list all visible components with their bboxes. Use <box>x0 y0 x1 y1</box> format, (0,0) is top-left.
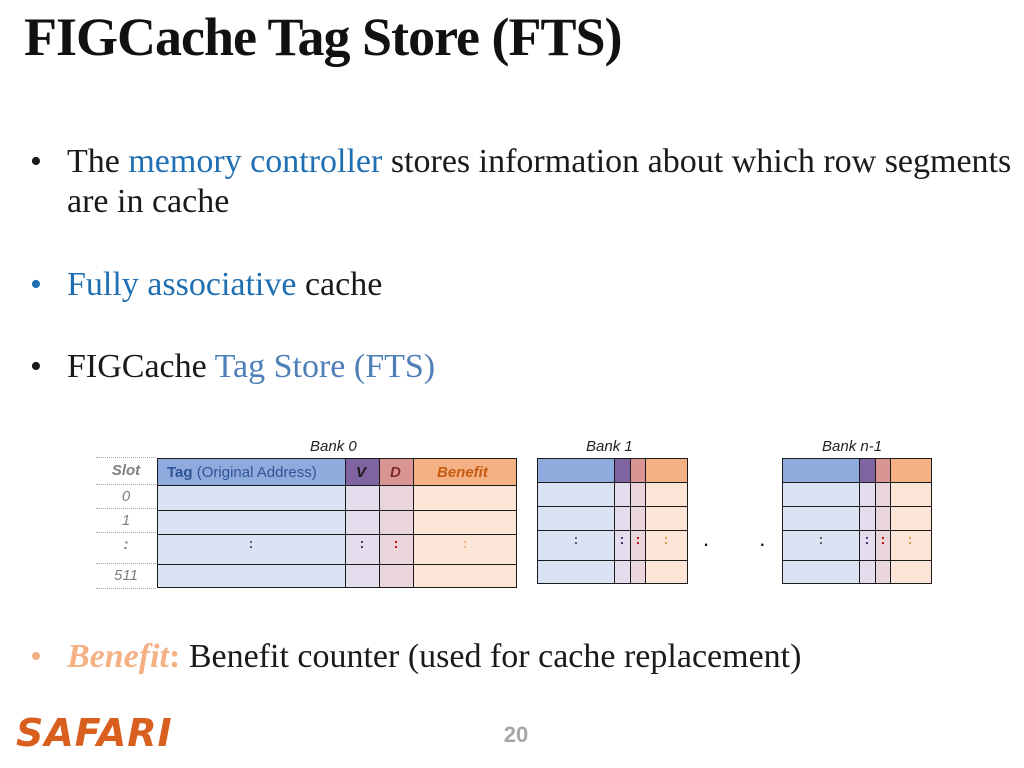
slot-divider <box>96 484 156 485</box>
vertical-ellipsis: : <box>864 531 870 547</box>
v-header-cell <box>614 458 631 483</box>
vertical-ellipsis: : <box>818 531 824 547</box>
tag-header-cell <box>537 458 615 483</box>
bullet-marker: • <box>30 143 42 180</box>
bank-0-label: Bank 0 <box>310 438 357 455</box>
d-cell <box>875 560 891 584</box>
benefit-cell <box>890 560 932 584</box>
vertical-ellipsis: : <box>619 531 625 547</box>
benefit-cell <box>413 564 517 588</box>
d-cell <box>630 506 646 531</box>
v-cell <box>614 482 631 507</box>
benefit-cell <box>645 560 688 584</box>
tag-cell <box>782 482 860 507</box>
tag-cell <box>782 560 860 584</box>
d-cell <box>379 485 414 511</box>
highlight-benefit: Benefit <box>67 638 169 675</box>
d-cell <box>379 510 414 535</box>
slot-label-0: 0 <box>121 488 131 505</box>
tag-header-cell <box>782 458 860 483</box>
v-cell <box>345 485 380 511</box>
bullet-text: stores information about which row segme… <box>67 143 1012 220</box>
v-header-cell <box>859 458 876 483</box>
d-cell <box>630 560 646 584</box>
tag-header-cell <box>157 458 346 486</box>
slot-divider <box>96 508 156 509</box>
vertical-ellipsis: : <box>907 531 913 547</box>
v-cell <box>614 560 631 584</box>
vertical-ellipsis: : <box>663 531 669 547</box>
bank-n-1-label: Bank n-1 <box>822 438 883 455</box>
bullet-text: The <box>67 143 129 180</box>
benefit-header: Benefit <box>437 464 488 481</box>
tag-cell <box>157 510 346 535</box>
slot-label-ellipsis: : <box>123 536 129 553</box>
tag-cell <box>782 506 860 531</box>
benefit-cell <box>645 506 688 531</box>
d-cell <box>630 482 646 507</box>
slot-divider <box>96 532 156 533</box>
bullet-marker: • <box>30 638 42 675</box>
slot-divider <box>96 457 156 458</box>
d-header-cell <box>875 458 891 483</box>
benefit-header-cell <box>645 458 688 483</box>
v-cell <box>859 506 876 531</box>
d-cell <box>379 564 414 588</box>
v-header: V <box>356 464 367 481</box>
vertical-ellipsis: : <box>880 531 886 547</box>
tag-header: Tag (Original Address) <box>167 464 317 481</box>
bullet-marker: • <box>30 266 42 303</box>
slot-divider <box>96 563 156 564</box>
bullet-text: FIGCache <box>67 348 215 385</box>
tag-cell <box>782 530 860 561</box>
v-cell <box>614 506 631 531</box>
highlight-memory-controller: memory controller <box>128 143 383 180</box>
benefit-cell <box>413 510 517 535</box>
slot-label-1: 1 <box>121 512 131 529</box>
tag-header-rest: (Original Address) <box>192 464 317 481</box>
slide-title: FIGCache Tag Store (FTS) <box>24 7 623 67</box>
benefit-cell <box>413 485 517 511</box>
tag-cell <box>157 564 346 588</box>
tag-cell <box>537 560 615 584</box>
vertical-ellipsis: : <box>393 535 399 551</box>
slot-label-511: 511 <box>114 567 138 584</box>
bank-1-label: Bank 1 <box>586 438 633 455</box>
v-cell <box>345 510 380 535</box>
vertical-ellipsis: : <box>462 535 468 551</box>
benefit-cell <box>645 530 688 561</box>
vertical-ellipsis: : <box>248 535 254 551</box>
highlight-tag-store: Tag Store (FTS) <box>214 348 436 385</box>
bullet-text: cache <box>296 266 383 303</box>
safari-logo: SAFARI <box>16 711 173 755</box>
bullet-marker: • <box>30 348 42 385</box>
v-cell <box>859 482 876 507</box>
tag-cell <box>157 485 346 511</box>
d-cell <box>875 482 891 507</box>
d-cell <box>875 506 891 531</box>
bullet-text: Benefit counter (used for cache replacem… <box>180 638 802 675</box>
vertical-ellipsis: : <box>573 531 579 547</box>
v-cell <box>345 564 380 588</box>
benefit-cell <box>890 506 932 531</box>
tag-header-bold: Tag <box>167 464 193 481</box>
benefit-cell <box>645 482 688 507</box>
benefit-header-cell <box>890 458 932 483</box>
vertical-ellipsis: : <box>635 531 641 547</box>
slot-header: Slot <box>111 462 141 479</box>
benefit-cell <box>890 482 932 507</box>
benefit-colon: : <box>168 638 181 675</box>
d-header: D <box>390 464 401 481</box>
page-number: 20 <box>503 722 529 747</box>
d-header-cell <box>630 458 646 483</box>
tag-cell <box>537 482 615 507</box>
vertical-ellipsis: : <box>359 535 365 551</box>
tag-cell <box>537 506 615 531</box>
slot-divider <box>96 588 156 589</box>
v-cell <box>859 560 876 584</box>
highlight-fully-associative: Fully associative <box>67 266 297 303</box>
